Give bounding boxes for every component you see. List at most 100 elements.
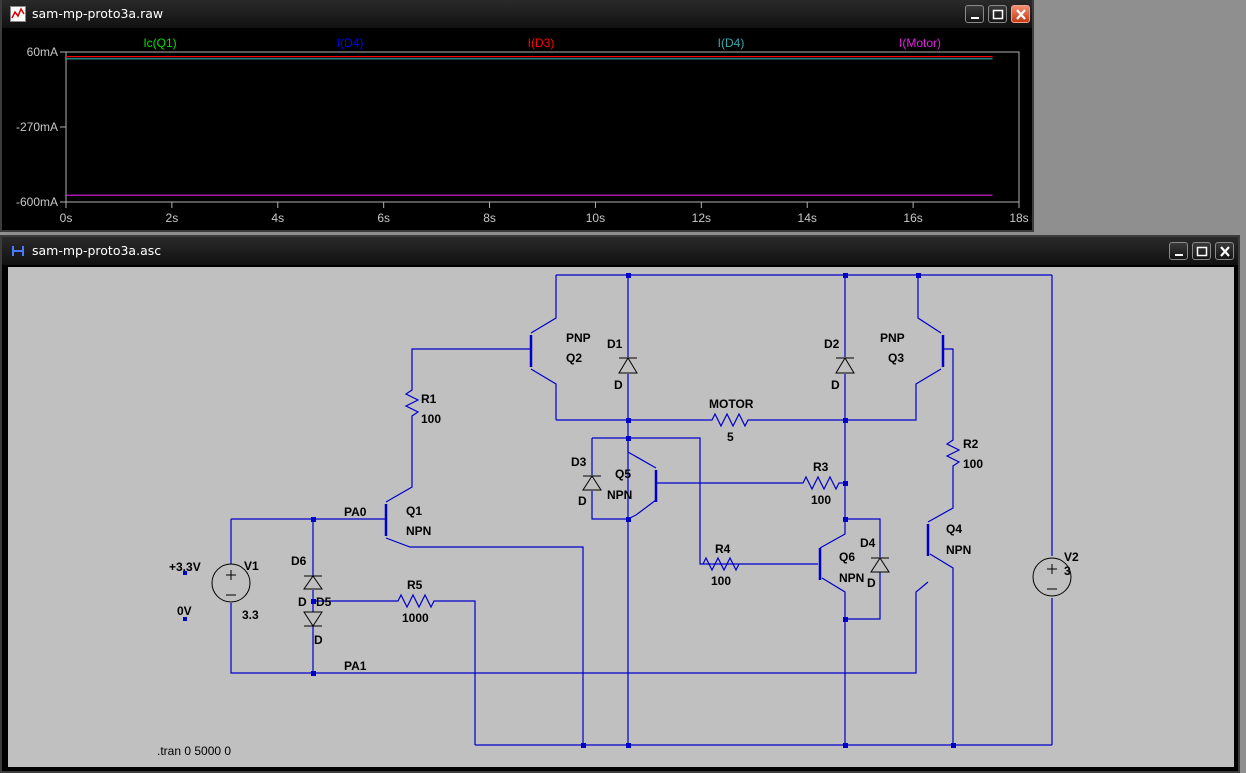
junction-dots <box>183 273 956 748</box>
close-button[interactable] <box>1011 5 1030 23</box>
wire-q6-emitter[interactable] <box>821 577 846 745</box>
wire-q2-base[interactable] <box>411 348 531 387</box>
v2-source[interactable] <box>1032 557 1072 597</box>
wire-q2-emitter[interactable] <box>530 275 557 334</box>
d6-label: D6 <box>291 554 307 568</box>
schematic-window: sam-mp-proto3a.asc <box>0 235 1240 773</box>
waveform-plot[interactable]: Ic(Q1) I(D4) I(D3) I(D4) I(Motor) 60mA -270mA… <box>2 30 1032 230</box>
waveform-window: sam-mp-proto3a.raw Ic(Q1) I(D4) I(D3) I(D4)… <box>0 0 1034 232</box>
trace-label-2[interactable]: I(D3) <box>528 36 555 50</box>
trace-label-1[interactable]: I(D4) <box>337 36 364 50</box>
d1-symbol <box>618 357 638 374</box>
minimize-button[interactable] <box>965 5 984 23</box>
wire-d4[interactable] <box>845 518 881 620</box>
d5-symbol <box>303 611 323 627</box>
r4-value: 100 <box>711 574 731 588</box>
wire-q5-emitter[interactable] <box>627 499 657 520</box>
r1-value: 100 <box>421 412 441 426</box>
r3-label: R3 <box>813 460 829 474</box>
wire-r5[interactable] <box>313 593 476 745</box>
r5-label: R5 <box>407 578 423 592</box>
trace-label-0[interactable]: Ic(Q1) <box>143 36 176 50</box>
q3-type-label: PNP <box>880 331 905 345</box>
q5-type-label: NPN <box>607 488 632 502</box>
x-tick-label: 0s <box>60 211 73 225</box>
maximize-icon <box>992 9 1004 20</box>
d3-model: D <box>578 494 587 508</box>
waveform-window-title: sam-mp-proto3a.raw <box>32 6 164 21</box>
wire-r2-q4[interactable] <box>927 436 961 523</box>
v1-label: V1 <box>244 559 259 573</box>
d6-model: D <box>298 595 307 609</box>
wire-q1-emitter[interactable] <box>385 537 584 745</box>
y-tick-label: 60mA <box>27 45 58 59</box>
d4-model: D <box>867 576 876 590</box>
d4-symbol <box>870 557 890 573</box>
r4-symbol <box>702 556 740 572</box>
x-tick-label: 10s <box>586 211 605 225</box>
d4-label: D4 <box>860 536 876 550</box>
wire-q3-base[interactable] <box>943 348 954 436</box>
r4-label: R4 <box>715 542 731 556</box>
wire-r3[interactable] <box>656 475 845 491</box>
close-icon <box>1220 246 1230 257</box>
schematic-minimize-button[interactable] <box>1169 242 1188 260</box>
q5-label: Q5 <box>615 467 631 481</box>
wire-q6-collector[interactable] <box>819 519 846 549</box>
trace-label-4[interactable]: I(Motor) <box>899 36 941 50</box>
schematic-canvas[interactable]: PNP Q2 PNP Q3 Q1 NPN Q4 NPN Q5 NPN Q6 NP… <box>8 267 1234 767</box>
trace-label-3[interactable]: I(D4) <box>718 36 745 50</box>
schematic-drawing[interactable]: PNP Q2 PNP Q3 Q1 NPN Q4 NPN Q5 NPN Q6 NP… <box>8 267 1234 767</box>
wire-q4-emitter[interactable] <box>929 553 954 745</box>
r2-value: 100 <box>963 457 983 471</box>
x-tick-label: 8s <box>483 211 496 225</box>
q4-type-label: NPN <box>946 543 971 557</box>
schematic-app-icon <box>12 246 24 256</box>
d1-model: D <box>614 378 623 392</box>
x-tick-label: 16s <box>903 211 922 225</box>
x-tick-label: 4s <box>271 211 284 225</box>
schematic-maximize-button[interactable] <box>1192 242 1211 260</box>
d2-label: D2 <box>824 337 840 351</box>
q1-type-label: NPN <box>406 524 431 538</box>
plot-frame <box>65 51 1020 203</box>
net-label-0v: 0V <box>177 604 192 618</box>
wire-q5-collector[interactable] <box>627 438 657 469</box>
d6-symbol <box>303 575 323 590</box>
wire-r1-q1[interactable] <box>385 420 413 503</box>
v2-label: V2 <box>1064 550 1079 564</box>
q6-label: Q6 <box>839 550 855 564</box>
wire-q2-collector[interactable] <box>530 368 557 420</box>
waveform-titlebar[interactable]: sam-mp-proto3a.raw <box>2 0 1032 28</box>
q6-type-label: NPN <box>839 571 864 585</box>
d5-label: D5 <box>316 595 332 609</box>
v1-value: 3.3 <box>242 608 259 622</box>
wire-d3[interactable] <box>591 438 628 520</box>
d5-model: D <box>314 633 323 647</box>
wire-r4-net[interactable] <box>592 437 818 565</box>
r1-label: R1 <box>421 392 437 406</box>
x-tick-label: 2s <box>166 211 179 225</box>
spice-directive-tran[interactable]: .tran 0 5000 0 <box>157 744 231 758</box>
minimize-icon <box>971 17 979 19</box>
waveform-app-icon <box>10 6 26 22</box>
y-tick-label: -270mA <box>16 120 58 134</box>
schematic-titlebar[interactable]: sam-mp-proto3a.asc <box>2 237 1238 265</box>
wire-motor[interactable] <box>556 368 942 428</box>
wire-v1-pa1[interactable] <box>230 519 929 674</box>
maximize-button[interactable] <box>988 5 1007 23</box>
net-label-pa0: PA0 <box>344 505 367 519</box>
v2-value: 3 <box>1064 564 1071 578</box>
d3-symbol <box>582 475 602 491</box>
motor-label: MOTOR <box>709 397 754 411</box>
d1-label: D1 <box>607 337 623 351</box>
x-tick-label: 14s <box>798 211 817 225</box>
q4-label: Q4 <box>946 522 962 536</box>
r5-value: 1000 <box>402 611 429 625</box>
wire-q3-emitter[interactable] <box>917 275 942 334</box>
schematic-close-button[interactable] <box>1215 242 1234 260</box>
x-tick-label: 12s <box>692 211 711 225</box>
motor-value: 5 <box>727 430 734 444</box>
v1-source[interactable] <box>211 563 251 603</box>
q1-label: Q1 <box>406 504 422 518</box>
